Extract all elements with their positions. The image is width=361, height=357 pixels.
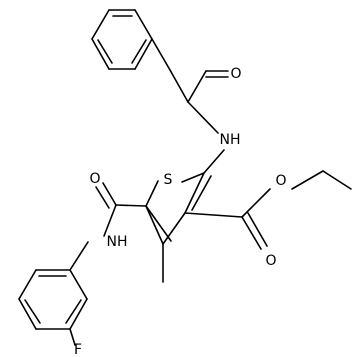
ethyl-ester-group bbox=[184, 170, 352, 250]
anilide-group bbox=[69, 182, 147, 271]
amide1-oxygen-label: O bbox=[230, 66, 241, 82]
ester-oxygen-label: O bbox=[275, 173, 286, 189]
phenyl-ring-top bbox=[91, 9, 153, 70]
fluorophenyl-ring bbox=[18, 269, 88, 346]
amide1-nitrogen-label: NH bbox=[220, 132, 241, 148]
ester-carbonyl-oxygen-label: O bbox=[265, 253, 276, 269]
amide2-nitrogen-label: NH bbox=[107, 234, 128, 250]
thiophene-sulfur-label: S bbox=[164, 172, 173, 188]
amide2-oxygen-label: O bbox=[89, 171, 100, 187]
phenylacetyl-chain bbox=[151, 38, 229, 134]
thiophene-ring bbox=[145, 149, 225, 245]
fluorine-label: F bbox=[74, 342, 82, 357]
